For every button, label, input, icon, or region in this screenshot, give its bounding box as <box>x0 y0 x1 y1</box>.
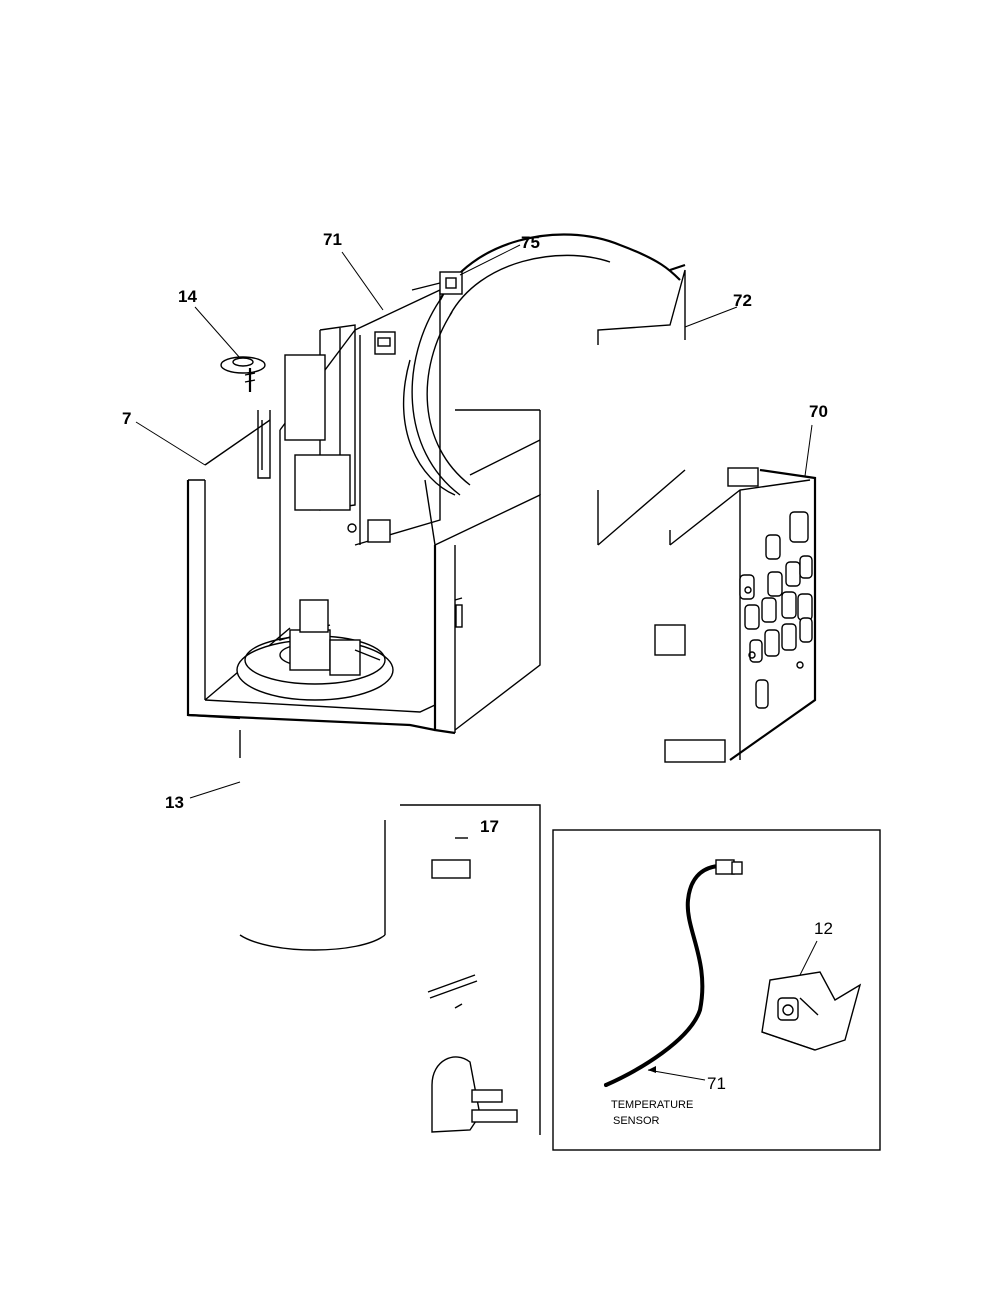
callout-71: 71 <box>323 230 342 249</box>
power-cord-box <box>400 804 541 1135</box>
control-board <box>654 467 817 763</box>
temperature-sensor-label: TEMPERATURE <box>611 1099 693 1111</box>
callout-14: 14 <box>178 287 197 306</box>
callout-12: 12 <box>814 919 833 938</box>
inset-box <box>552 829 881 1151</box>
callout-13: 13 <box>165 793 184 812</box>
base-cylinder <box>239 730 386 951</box>
temperature-sensor-label-2: SENSOR <box>613 1115 660 1127</box>
callout-7: 7 <box>122 409 131 428</box>
cabinet-housing <box>186 233 681 735</box>
callout-labels: 71 75 14 72 70 7 13 17 12 71 TEMPERATURE… <box>122 230 833 1127</box>
callout-70: 70 <box>809 402 828 421</box>
board-components <box>739 511 813 709</box>
cover-panel <box>597 263 686 546</box>
callout-71-inset: 71 <box>707 1074 726 1093</box>
callout-17: 17 <box>480 817 499 836</box>
callout-72: 72 <box>733 291 752 310</box>
leader-lines <box>135 244 818 1081</box>
callout-75: 75 <box>521 233 540 252</box>
